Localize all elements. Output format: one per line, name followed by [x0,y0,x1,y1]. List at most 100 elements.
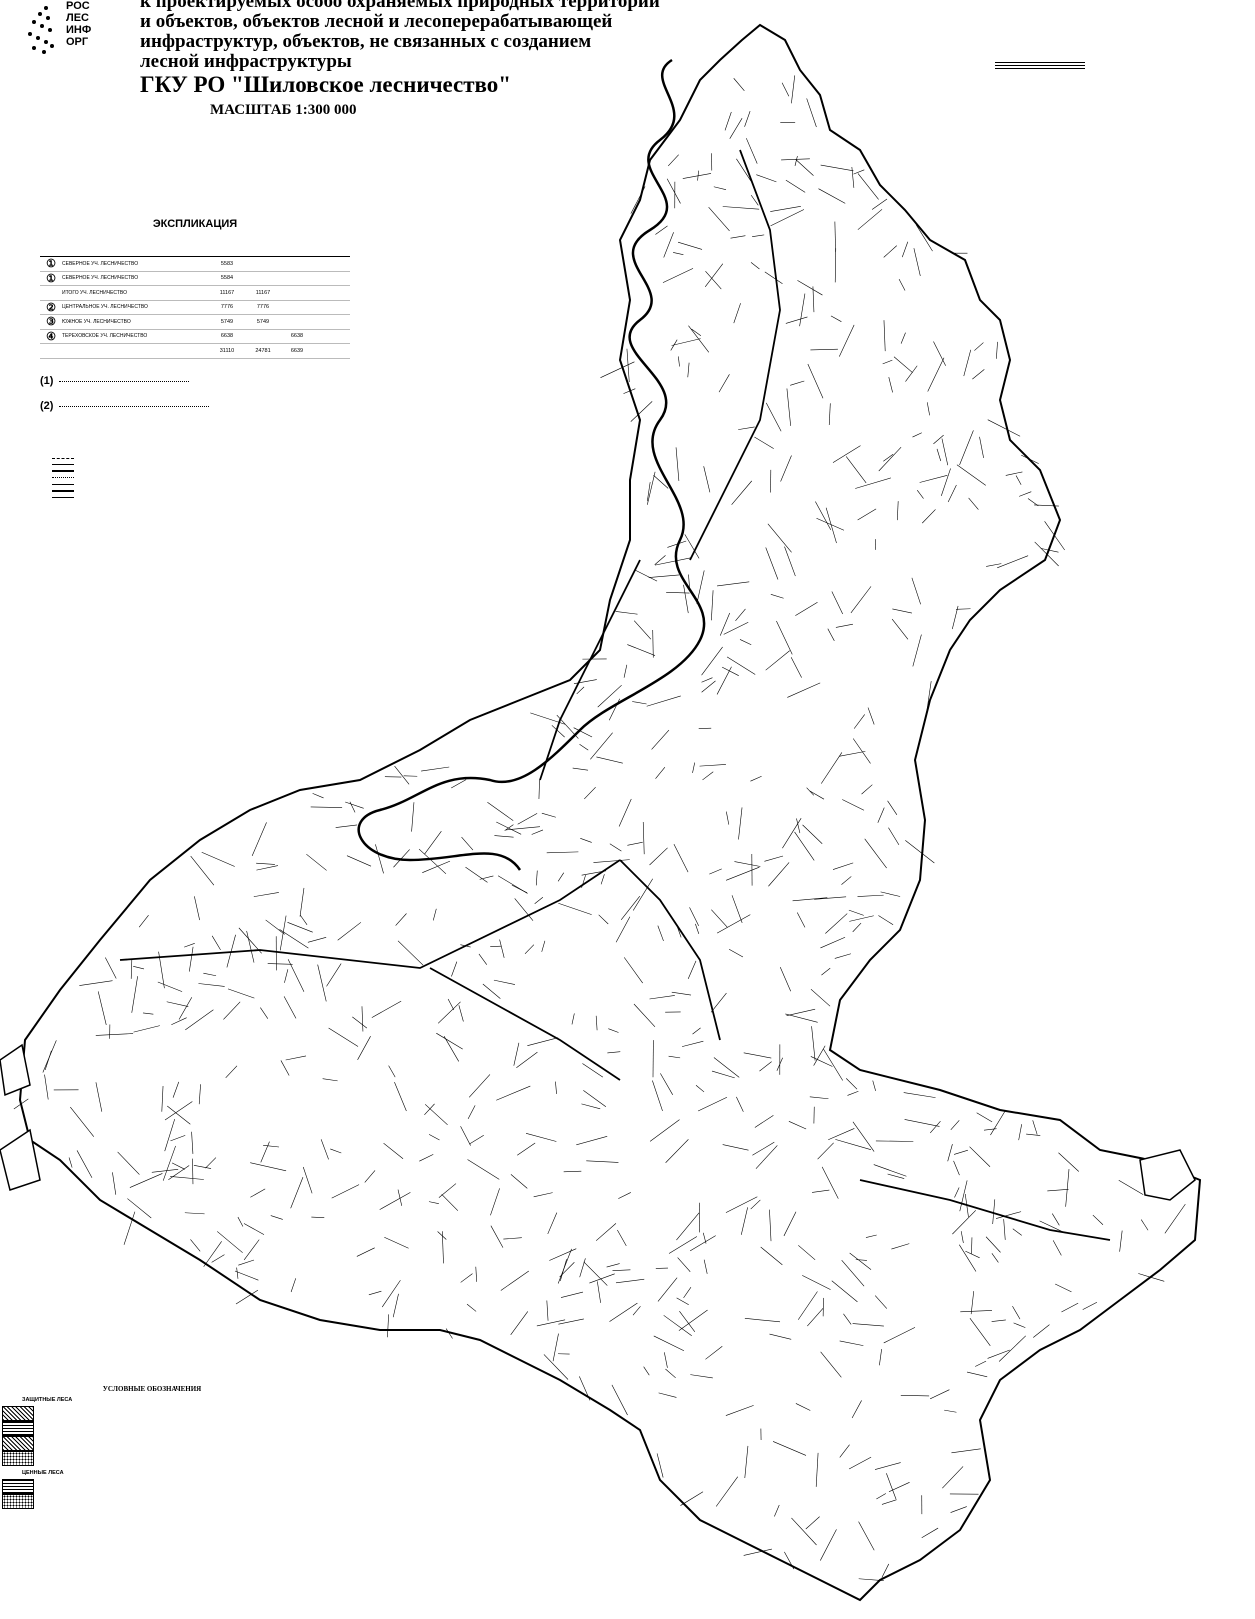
parcel-line [246,930,255,963]
table-row: ① СЕВЕРНОЕ УЧ. ЛЕСНИЧЕСТВО 5583 [40,257,350,272]
parcel-line [843,1313,852,1325]
parcel-line [461,836,474,851]
parcel-line [647,471,656,505]
parcel-line [867,707,875,725]
legend-item [2,1451,302,1466]
parcel-line [780,455,792,482]
parcel-line [1052,1240,1062,1256]
parcel-line [1052,1213,1060,1226]
parcel-line [260,1007,269,1019]
parcel-line [211,935,221,951]
parcel-line [691,328,702,337]
parcel-line [557,872,565,882]
parcel-line [394,765,410,785]
parcel-line [267,963,293,965]
parcel-line [663,232,674,258]
parcel-line [873,1164,907,1177]
parcel-line [531,829,544,835]
parcel-line [853,714,865,729]
parcel-line [306,853,327,871]
legend-item [52,488,172,495]
parcel-line [421,766,450,772]
parcel-line [168,1165,190,1180]
parcel-line [785,316,808,324]
explication-table: ЭКСПЛИКАЦИЯ ① СЕВЕРНОЕ УЧ. ЛЕСНИЧЕСТВО 5… [40,218,350,359]
parcel-line [331,1184,360,1199]
parcel-line [460,1273,473,1283]
parcel-line [715,1476,739,1507]
title-line-4: лесной инфраструктуры [140,51,352,72]
parcel-line [164,1118,175,1152]
parcel-line [783,1211,797,1237]
parcel-line [857,894,884,897]
parcel-line [791,75,796,104]
parcel-line [952,605,959,630]
parcel-line [497,875,528,894]
parcel-line [702,771,714,781]
parcel-line [576,1136,608,1146]
parcel-line [784,1551,795,1570]
parcel-line [441,1231,444,1264]
parcel-line [796,912,806,928]
row-value-a: 11167 [255,289,271,296]
parcel-line [689,1235,716,1252]
legend-item [2,1494,302,1509]
row-value-a: 7776 [256,304,270,311]
parcel-line [912,634,922,667]
row-value-b: 6638 [290,333,304,340]
parcel-line [499,939,505,958]
parcel-line [905,840,935,864]
parcel-line [243,1239,260,1261]
parcel-line [991,1253,999,1263]
row-number: ① [46,258,56,271]
parcel-line [733,78,745,92]
parcel-line [677,241,703,250]
parcel-line [649,847,668,866]
table-row: ① СЕВЕРНОЕ УЧ. ЛЕСНИЧЕСТВО 5584 [40,272,350,286]
parcel-line [626,348,630,383]
parcel-line [765,650,790,671]
parcel-line [821,967,831,976]
parcel-line [767,523,792,553]
legend-item [52,462,172,469]
parcel-line [795,159,814,176]
parcel-line [227,988,255,999]
parcel-line [657,1277,678,1302]
parcel-line [328,1027,359,1047]
logo-text-3: ИНФ [66,24,92,36]
parcel-line [469,1134,484,1145]
parcel-line [299,914,308,926]
parcel-line [419,1154,434,1162]
legend-item [2,1406,302,1421]
parcel-line [654,557,693,566]
parcel-line [643,1366,650,1376]
parcel-line [633,620,652,640]
parcel-line [750,262,760,270]
parcel-line [848,1456,872,1470]
parcel-line [736,158,752,182]
parcel-line [683,1287,692,1299]
parcel-line [754,1115,774,1128]
parcel-line [711,590,714,621]
parcel-line [770,594,784,599]
parcel-line [447,998,455,1011]
parcel-line [834,248,837,283]
parcel-line [985,1236,1001,1253]
parcel-line [701,646,723,676]
parcel-line [330,1148,342,1154]
parcel-line [534,896,544,904]
parcel-line [384,1237,409,1249]
parcel-line [285,1055,307,1061]
parcel-line [424,831,442,855]
parcel-line [933,434,944,445]
parcel-line [615,916,631,943]
parcel-line [198,983,225,987]
parcel-line [795,602,818,616]
parcel-line [609,843,622,852]
parcel-line [646,695,681,707]
parcel-line [831,591,843,615]
parcel-line [510,1174,528,1189]
parcel-line [782,818,802,849]
parcel-line [812,1189,830,1193]
parcel-line [1032,1120,1038,1135]
